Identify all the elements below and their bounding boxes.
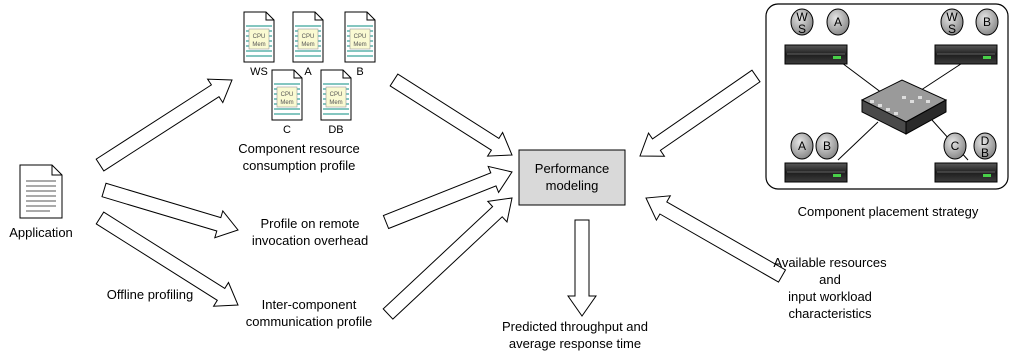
remote-profile-label: Profile on remote invocation overhead [251, 216, 369, 248]
doc-cpu-text: CPU [253, 34, 266, 40]
doc-mem-text: Mem [280, 100, 293, 106]
network-switch-icon [860, 79, 948, 135]
arrow-remote-to-model [382, 165, 513, 230]
profile-doc-a: CPU Mem [292, 11, 324, 63]
component-circle: A [790, 132, 814, 160]
svg-text:A: A [834, 15, 842, 29]
svg-text:A: A [798, 139, 806, 153]
svg-text:W: W [796, 10, 808, 24]
svg-text:C: C [951, 139, 960, 153]
doc-cpu-text: CPU [302, 34, 315, 40]
svg-text:S: S [948, 22, 956, 36]
offline-profiling-label: Offline profiling [106, 287, 194, 302]
component-circle: WS [790, 8, 814, 36]
doc-cpu-text: CPU [354, 34, 367, 40]
component-circle: B [815, 132, 839, 160]
resources-label: Available resources and input workload c… [773, 255, 887, 321]
profile-doc-ws: CPU Mem [243, 11, 275, 63]
doc-mem-text: Mem [329, 100, 342, 106]
svg-text:W: W [946, 10, 958, 24]
arrow-placement-to-model [639, 69, 761, 157]
placement-caption: Component placement strategy [797, 204, 979, 219]
profile-doc-b: CPU Mem [344, 11, 376, 63]
doc-label-db: DB [328, 124, 344, 136]
server-icon [934, 162, 998, 183]
server-2: WS B [934, 8, 999, 65]
svg-text:S: S [798, 22, 806, 36]
doc-mem-text: Mem [353, 42, 366, 48]
output-label: Predicted throughput and average respons… [502, 319, 648, 351]
arrow-comm-to-model [382, 197, 513, 320]
server-1: WS A [784, 8, 850, 65]
doc-mem-text: Mem [252, 42, 265, 48]
arrow-resources-to-model [645, 195, 787, 283]
server-icon [784, 44, 848, 65]
application-label: Application [9, 225, 73, 240]
comm-profile-label: Inter-component communication profile [245, 297, 373, 329]
svg-text:B: B [823, 139, 831, 153]
svg-text:B: B [983, 15, 991, 29]
component-profile-label: Component resource consumption profile [238, 141, 360, 173]
doc-label-ws: WS [250, 66, 268, 78]
doc-label-a: A [304, 66, 312, 78]
doc-label-c: C [283, 124, 291, 136]
component-circle: C [943, 132, 967, 160]
svg-text:D: D [981, 134, 990, 148]
arrow-model-to-output [567, 219, 597, 317]
component-circle: A [826, 8, 850, 36]
server-icon [784, 162, 848, 183]
performance-modeling-box [518, 149, 626, 206]
arrow-app-to-comm [95, 211, 239, 307]
server-icon [934, 44, 998, 65]
doc-label-b: B [356, 66, 364, 78]
arrow-app-to-component [95, 78, 233, 172]
arrows [95, 69, 787, 320]
server-4: C DB [934, 132, 998, 183]
component-circle: B [975, 8, 999, 36]
application-doc-icon [19, 164, 63, 219]
arrow-component-to-model [389, 73, 513, 157]
performance-modeling-label: Performance modeling [534, 161, 610, 193]
component-circle: WS [940, 8, 964, 36]
doc-mem-text: Mem [301, 42, 314, 48]
component-circle: DB [973, 132, 997, 160]
svg-text:B: B [981, 146, 989, 160]
doc-cpu-text: CPU [330, 92, 343, 98]
profile-doc-db: CPU Mem [320, 69, 352, 121]
arrow-app-to-remote [101, 182, 239, 239]
doc-cpu-text: CPU [281, 92, 294, 98]
profile-doc-c: CPU Mem [271, 69, 303, 121]
